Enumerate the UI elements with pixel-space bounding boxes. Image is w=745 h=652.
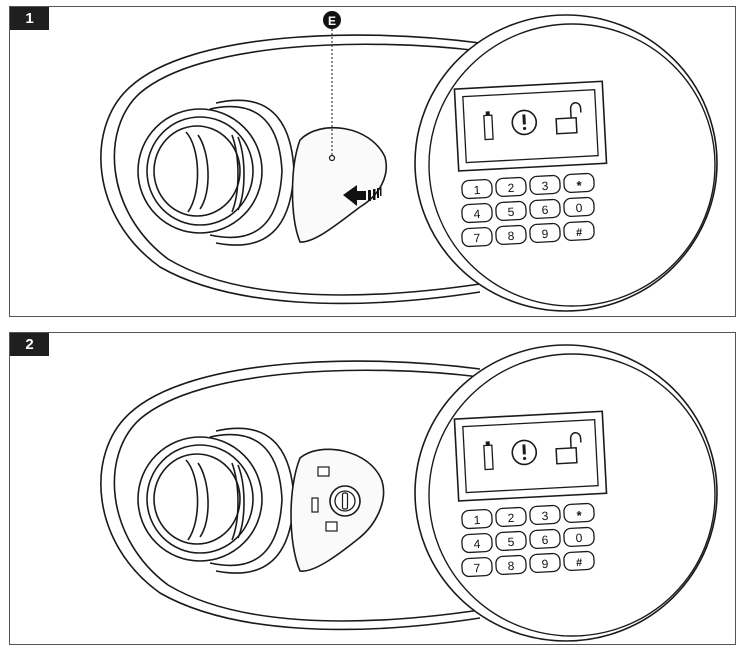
svg-text:5: 5 (507, 205, 515, 219)
key-lock-plate (290, 448, 385, 572)
keypad-key: 8 (495, 554, 527, 576)
keypad-key: 5 (495, 200, 527, 222)
svg-text:2: 2 (507, 181, 515, 195)
unlock-icon (555, 432, 582, 465)
step-1-panel: 1 (9, 6, 736, 317)
keypad-grid: 1 2 3 * 4 (461, 172, 595, 248)
battery-icon (483, 441, 494, 471)
svg-text:6: 6 (541, 203, 549, 217)
battery-icon (483, 111, 494, 141)
warning-icon (511, 439, 538, 466)
keypad-key: * (563, 502, 595, 523)
svg-text:3: 3 (541, 179, 549, 193)
keypad-key: 3 (529, 174, 561, 196)
callout-label: E (328, 14, 336, 28)
svg-text:9: 9 (541, 557, 549, 571)
slide-left-arrow-icon (343, 185, 382, 206)
svg-text:1: 1 (473, 183, 481, 197)
step-2-panel: 2 (9, 332, 736, 645)
keypad-key: 0 (563, 196, 595, 218)
lock-body-outline (100, 34, 481, 305)
lcd-display (453, 410, 608, 502)
keypad-key: 2 (495, 506, 527, 528)
svg-text:8: 8 (507, 559, 515, 573)
keypad-key: # (563, 220, 595, 242)
key-cylinder-icon (329, 485, 361, 517)
keypad-key: 7 (461, 556, 493, 578)
keypad-key: * (563, 172, 595, 193)
keypad-key: 3 (529, 504, 561, 526)
svg-text:1: 1 (473, 513, 481, 527)
unlock-icon (555, 102, 582, 135)
safe-lock-illustration: E (100, 11, 718, 312)
callout-badge (323, 11, 341, 29)
svg-text:6: 6 (541, 533, 549, 547)
step-number-badge: 2 (10, 333, 49, 356)
keypad-key: 7 (461, 226, 493, 248)
keypad-key: 0 (563, 526, 595, 548)
keypad-key: 6 (529, 198, 561, 220)
keypad-disc: 1 2 3 * 4 (414, 14, 718, 312)
keypad-key: 8 (495, 224, 527, 246)
svg-text:0: 0 (575, 201, 583, 215)
svg-text:*: * (576, 508, 583, 523)
keypad-grid: 1 2 3 * 4 (461, 502, 595, 578)
keypad-key: 4 (461, 532, 493, 554)
lock-body-outline (100, 360, 481, 631)
keypad-key: 1 (461, 178, 493, 200)
keypad-key: 9 (529, 222, 561, 244)
warning-icon (511, 109, 538, 136)
override-cover-plate (291, 126, 387, 243)
svg-text:0: 0 (575, 531, 583, 545)
svg-text:7: 7 (473, 231, 481, 245)
svg-text:#: # (576, 227, 583, 239)
svg-text:4: 4 (473, 207, 481, 221)
keypad-key: 5 (495, 530, 527, 552)
keypad-key: # (563, 550, 595, 572)
svg-text:3: 3 (541, 509, 549, 523)
step-number-badge: 1 (10, 7, 49, 30)
keypad-key: 9 (529, 552, 561, 574)
svg-text:9: 9 (541, 227, 549, 241)
svg-text:#: # (576, 557, 583, 569)
safe-lock-illustration: 1 2 3 * 4 (100, 344, 718, 642)
keypad-key: 4 (461, 202, 493, 224)
lcd-display (453, 80, 608, 172)
keypad-key: 2 (495, 176, 527, 198)
keypad-key: 6 (529, 528, 561, 550)
svg-text:5: 5 (507, 535, 515, 549)
svg-text:7: 7 (473, 561, 481, 575)
svg-text:2: 2 (507, 511, 515, 525)
keypad-disc: 1 2 3 * 4 (414, 344, 718, 642)
callout-point (328, 154, 336, 162)
svg-text:*: * (576, 178, 583, 193)
keypad-key: 1 (461, 508, 493, 530)
svg-text:8: 8 (507, 229, 515, 243)
svg-text:4: 4 (473, 537, 481, 551)
